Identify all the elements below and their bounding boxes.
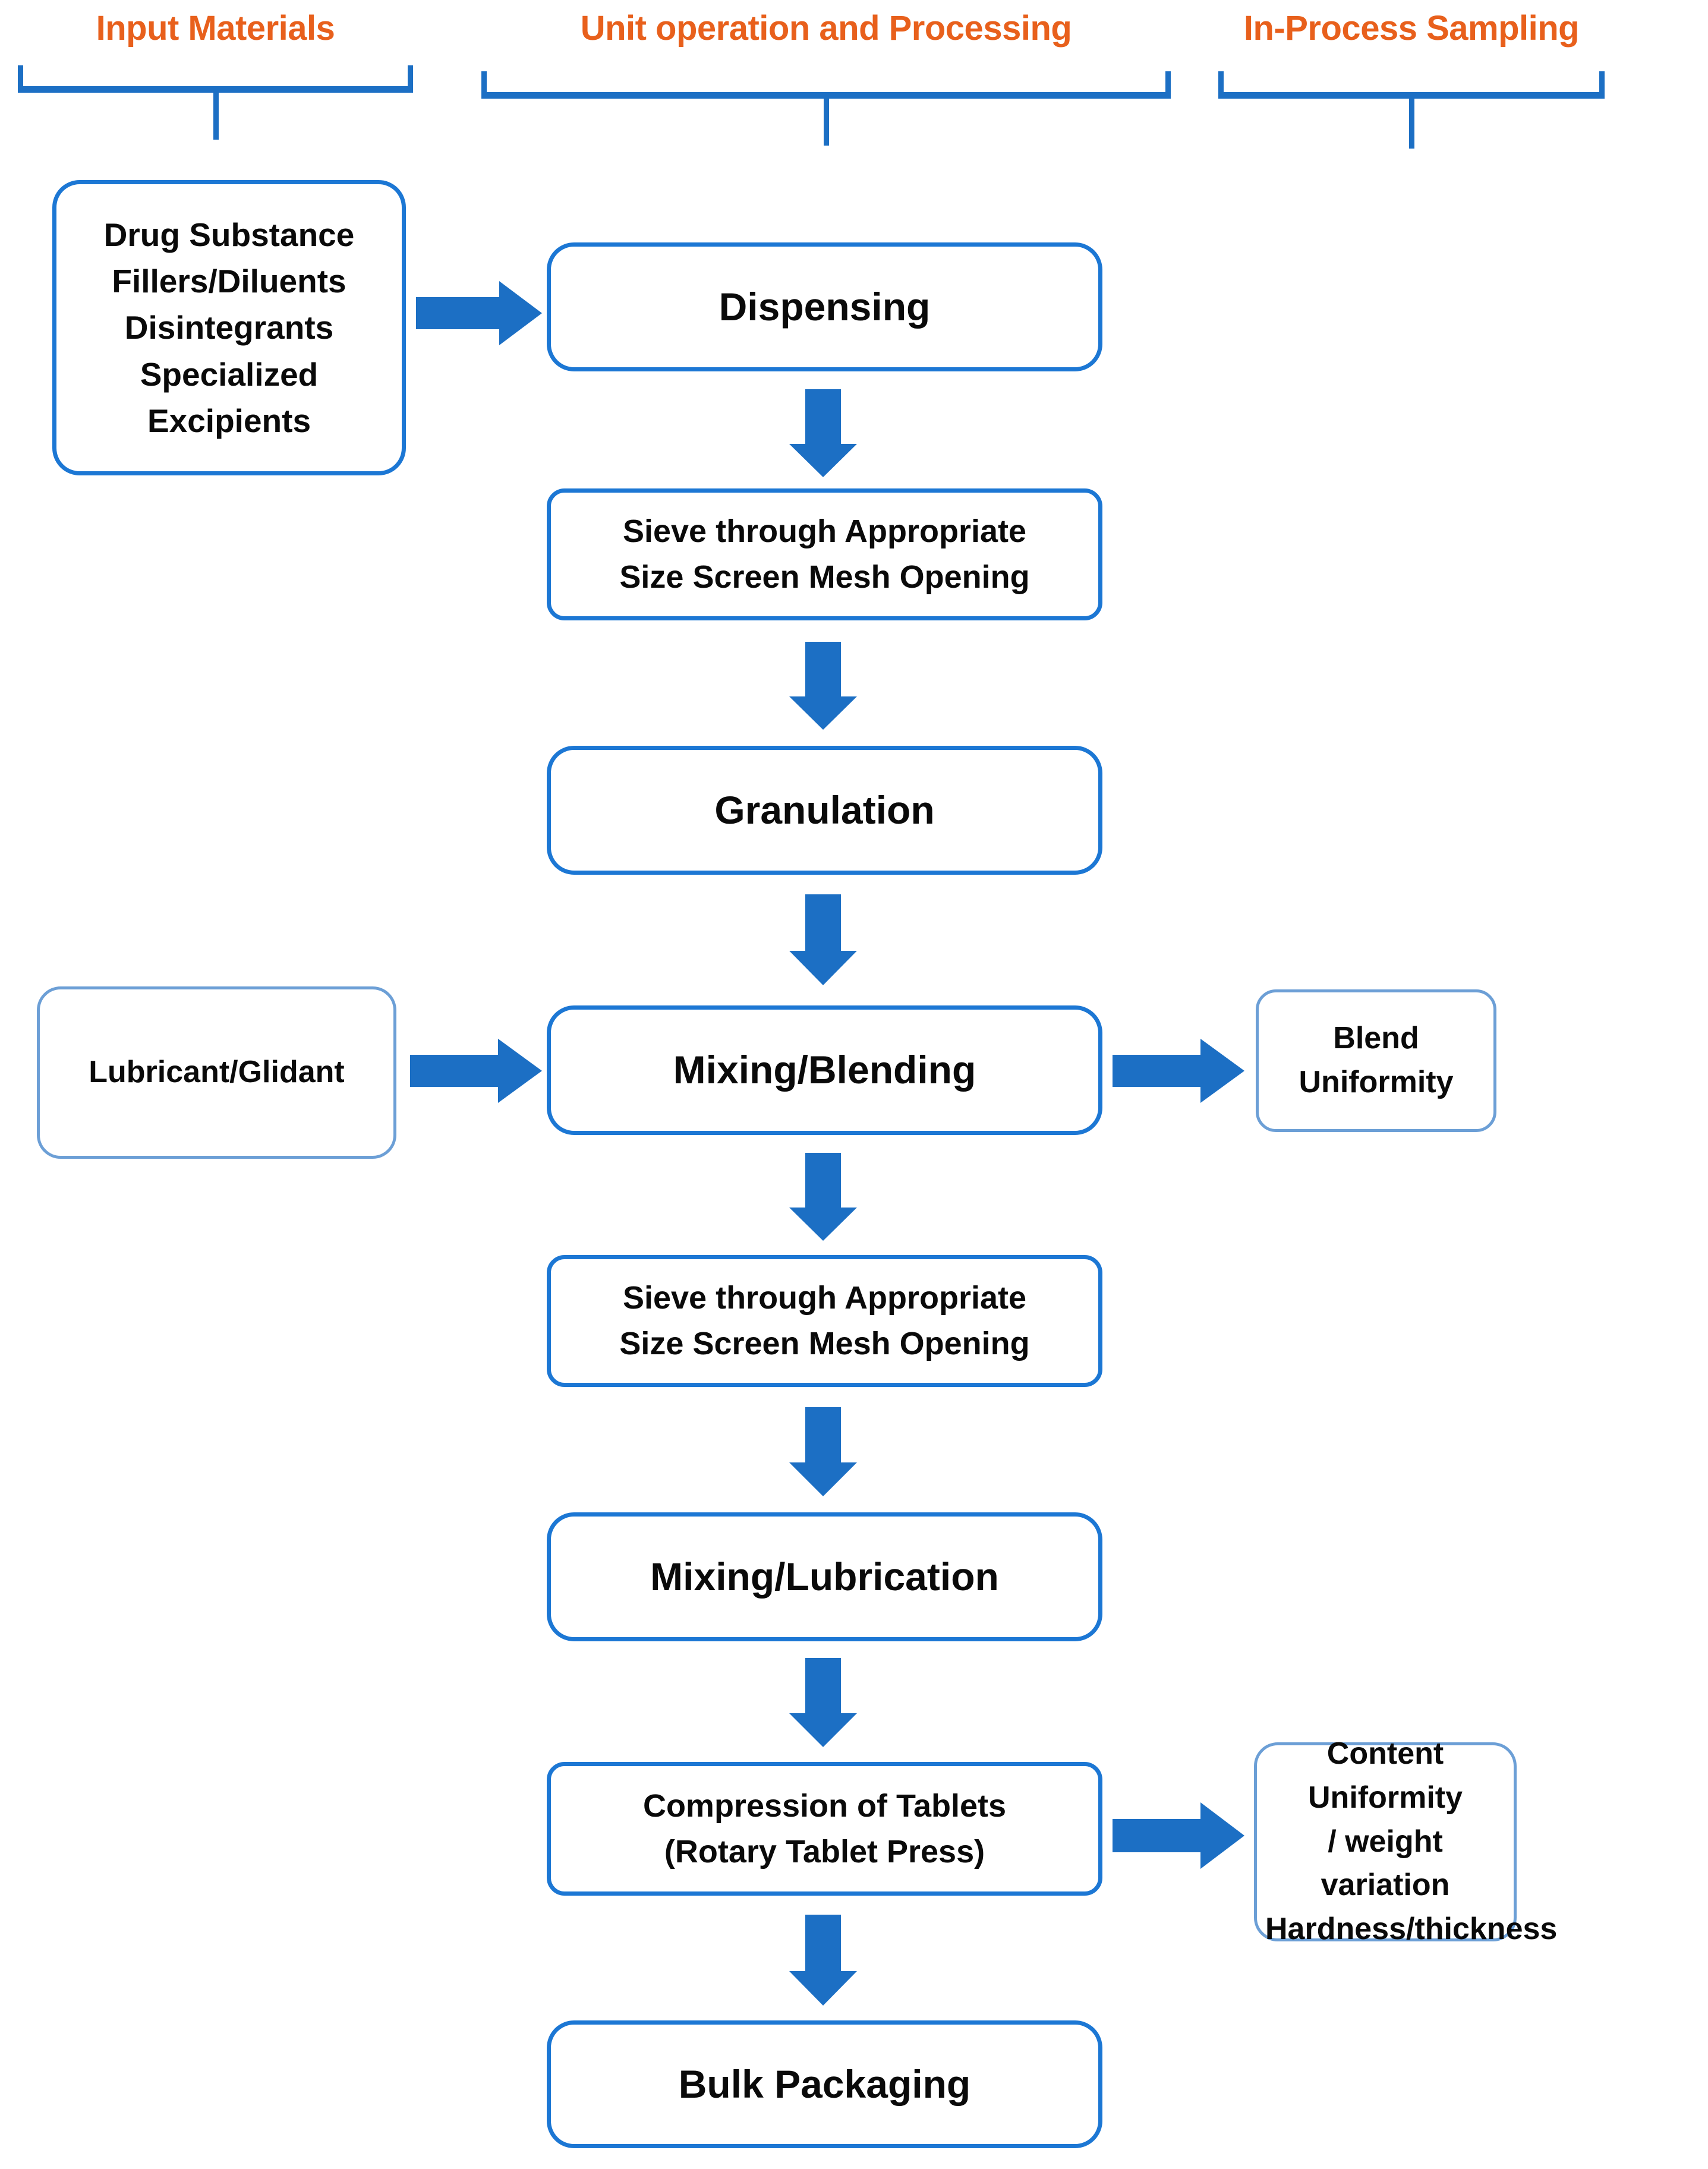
sieve-2-label: Sieve through Appropriate Size Screen Me… — [619, 1280, 1030, 1361]
process-box-compression[interactable]: Compression of Tablets (Rotary Tablet Pr… — [547, 1762, 1102, 1896]
header-label-in-process-sampling: In-Process Sampling — [1243, 9, 1580, 48]
arrow-compression-to-content-uniformity — [1113, 1801, 1246, 1871]
arrow-right-icon — [1113, 1802, 1244, 1869]
arrow-granulation-to-mixing-blending — [787, 894, 859, 986]
arrow-down-icon — [789, 1153, 857, 1241]
bracket-stem — [824, 95, 829, 146]
granulation-label: Granulation — [714, 787, 935, 832]
arrow-right-icon — [416, 281, 542, 345]
arrow-right-icon — [1113, 1039, 1244, 1103]
process-box-sieve-2[interactable]: Sieve through Appropriate Size Screen Me… — [547, 1255, 1102, 1387]
arrow-right-icon — [410, 1039, 542, 1103]
header-bracket-unit-operation: Unit operation and Processing — [481, 0, 1171, 146]
process-box-mixing-blending[interactable]: Mixing/Blending — [547, 1005, 1102, 1135]
arrow-down-icon — [789, 1407, 857, 1496]
arrow-down-icon — [789, 1658, 857, 1747]
sampling-box-blend-uniformity[interactable]: Blend Uniformity — [1256, 989, 1496, 1132]
arrow-compression-to-bulk-packaging — [787, 1915, 859, 2007]
header-label-unit-operation: Unit operation and Processing — [580, 9, 1072, 48]
arrow-mixing-lubrication-to-compression — [787, 1658, 859, 1748]
lubricant-glidant-box[interactable]: Lubricant/Glidant — [37, 986, 396, 1159]
arrow-down-icon — [789, 389, 857, 477]
lubricant-glidant-text: Lubricant/Glidant — [89, 1055, 345, 1090]
arrow-mixing-blending-to-blend-uniformity — [1113, 1037, 1246, 1105]
process-box-mixing-lubrication[interactable]: Mixing/Lubrication — [547, 1512, 1102, 1641]
dispensing-label: Dispensing — [719, 284, 931, 329]
arrow-lubricant-to-mixing-blending — [410, 1037, 544, 1105]
arrow-dispensing-to-sieve-1 — [787, 389, 859, 478]
arrow-sieve-1-to-granulation — [787, 642, 859, 731]
bracket-stem — [213, 89, 219, 140]
mixing-lubrication-label: Mixing/Lubrication — [650, 1554, 999, 1599]
arrow-down-icon — [789, 642, 857, 730]
arrow-down-icon — [789, 1915, 857, 2006]
header-bracket-input-materials: Input Materials — [18, 0, 413, 140]
arrow-sieve-2-to-mixing-lubrication — [787, 1407, 859, 1498]
input-materials-text: Drug Substance Fillers/Diluents Disinteg… — [103, 216, 355, 439]
process-box-bulk-packaging[interactable]: Bulk Packaging — [547, 2020, 1102, 2148]
content-uniformity-label: Content Uniformity / weight variation Ha… — [1265, 1736, 1558, 1947]
mixing-blending-label: Mixing/Blending — [673, 1048, 976, 1092]
bracket-stem — [1409, 95, 1414, 149]
process-box-dispensing[interactable]: Dispensing — [547, 242, 1102, 371]
blend-uniformity-label: Blend Uniformity — [1299, 1021, 1454, 1099]
arrow-input-materials-to-dispensing — [416, 279, 544, 348]
arrow-down-icon — [789, 894, 857, 985]
header-label-input-materials: Input Materials — [96, 9, 335, 48]
arrow-mixing-blending-to-sieve-2 — [787, 1153, 859, 1242]
process-box-granulation[interactable]: Granulation — [547, 746, 1102, 875]
process-box-sieve-1[interactable]: Sieve through Appropriate Size Screen Me… — [547, 488, 1102, 620]
header-bracket-in-process-sampling: In-Process Sampling — [1218, 0, 1605, 149]
bulk-packaging-label: Bulk Packaging — [678, 2061, 971, 2106]
compression-label: Compression of Tablets (Rotary Tablet Pr… — [642, 1787, 1007, 1869]
input-materials-box[interactable]: Drug Substance Fillers/Diluents Disinteg… — [52, 180, 406, 475]
sieve-1-label: Sieve through Appropriate Size Screen Me… — [619, 513, 1030, 595]
sampling-box-content-uniformity[interactable]: Content Uniformity / weight variation Ha… — [1254, 1736, 1557, 1946]
